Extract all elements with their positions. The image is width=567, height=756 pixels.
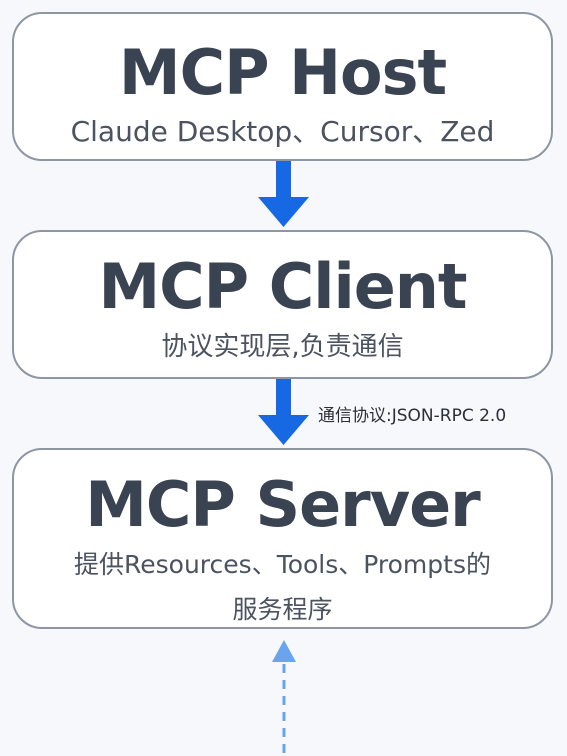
protocol-label: 通信协议:JSON-RPC 2.0: [318, 406, 507, 426]
mcp-server-title: MCP Server: [85, 468, 481, 541]
mcp-server-subtitle-line1: 提供Resources、Tools、Prompts的: [74, 550, 491, 579]
mcp-client-title: MCP Client: [98, 250, 467, 323]
mcp-client-subtitle: 协议实现层,负责通信: [161, 332, 404, 362]
mcp-host-subtitle: Claude Desktop、Cursor、Zed: [70, 115, 495, 148]
mcp-host-box: MCP Host Claude Desktop、Cursor、Zed: [12, 12, 553, 161]
host-to-client-arrow: [258, 161, 309, 227]
dashed-up-arrow: [272, 640, 296, 756]
mcp-host-title: MCP Host: [118, 36, 447, 109]
client-to-server-arrow: [258, 379, 309, 445]
mcp-client-box: MCP Client 协议实现层,负责通信: [12, 230, 553, 379]
mcp-server-subtitle-line2: 服务程序: [232, 595, 333, 624]
mcp-server-box: MCP Server 提供Resources、Tools、Prompts的 服务…: [12, 448, 553, 629]
